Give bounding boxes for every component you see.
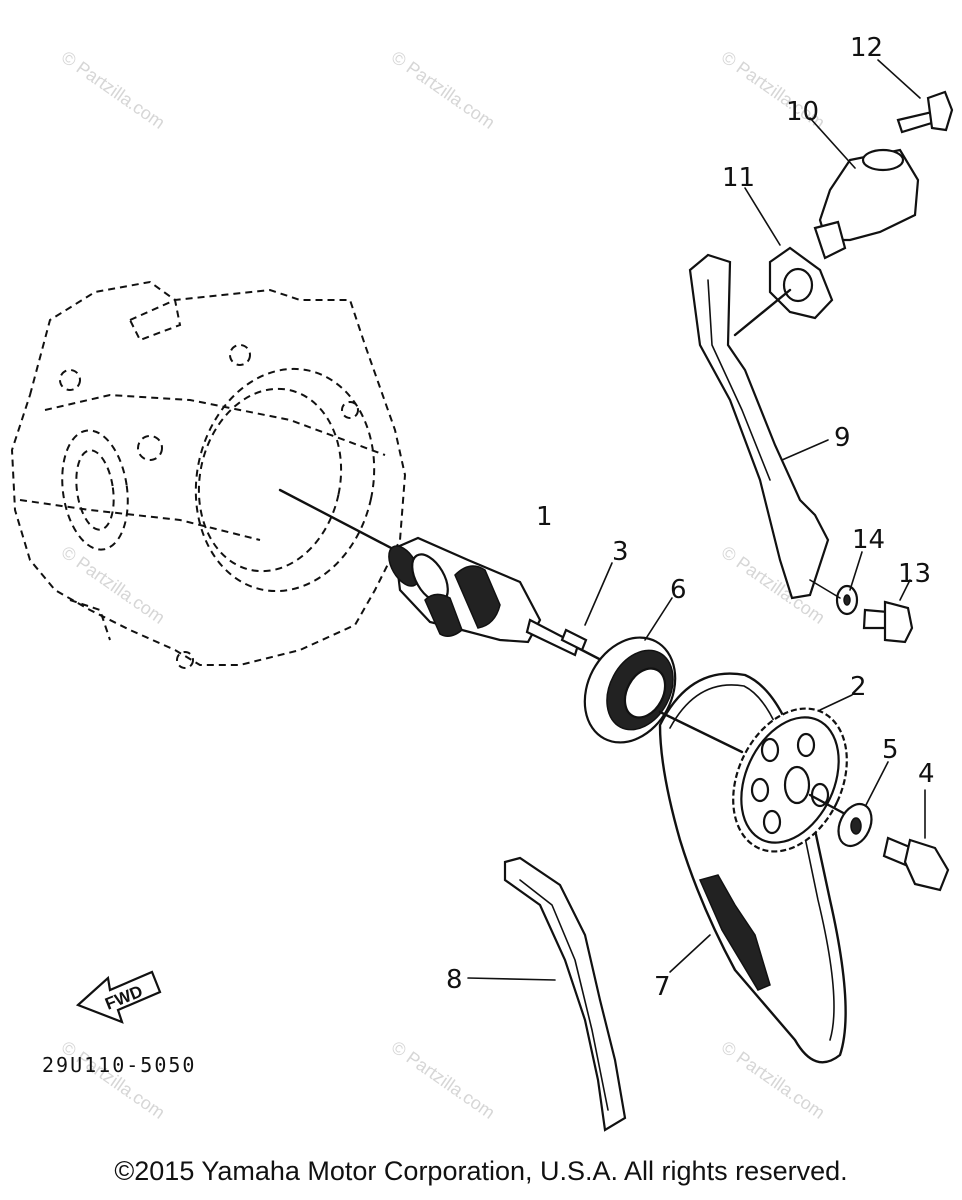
callout-10[interactable]: 10 (786, 97, 819, 127)
diagram-part-number: 29U110-5050 (42, 1053, 196, 1077)
callouts: 1 2 3 4 5 6 7 8 9 10 11 12 13 14 (446, 33, 935, 1002)
tensioner-guide (688, 253, 830, 600)
watermark: © Partzilla.com (388, 47, 499, 133)
washer-and-bolt (837, 761, 950, 892)
tensioner-gasket (733, 187, 834, 337)
callout-13[interactable]: 13 (898, 559, 931, 589)
callout-3[interactable]: 3 (612, 537, 629, 567)
watermark: © Partzilla.com (58, 542, 169, 628)
callout-14[interactable]: 14 (852, 525, 885, 555)
cam-chain-tensioner (809, 117, 920, 260)
cylinder-head (10, 280, 407, 669)
callout-6[interactable]: 6 (670, 575, 687, 605)
forward-arrow: FWD (75, 970, 162, 1024)
callout-4[interactable]: 4 (918, 759, 935, 789)
chain-guide (467, 856, 627, 1132)
watermark: © Partzilla.com (388, 1037, 499, 1123)
callout-5[interactable]: 5 (882, 735, 899, 765)
watermark: © Partzilla.com (58, 1037, 169, 1123)
exploded-view-drawing: © Partzilla.com © Partzilla.com © Partzi… (10, 33, 954, 1132)
callout-11[interactable]: 11 (722, 163, 755, 193)
callout-1[interactable]: 1 (536, 502, 553, 532)
guide-washer-and-bolt (809, 551, 914, 644)
watermark: © Partzilla.com (58, 47, 169, 133)
callout-2[interactable]: 2 (850, 672, 867, 702)
cam-sprocket (732, 694, 862, 853)
callout-9[interactable]: 9 (834, 423, 851, 453)
copyright-notice: ©2015 Yamaha Motor Corporation, U.S.A. A… (114, 1156, 848, 1186)
callout-7[interactable]: 7 (654, 972, 671, 1002)
callout-8[interactable]: 8 (446, 965, 463, 995)
watermark: © Partzilla.com (718, 1037, 829, 1123)
decompressor-plate (583, 597, 744, 754)
callout-12[interactable]: 12 (850, 33, 883, 63)
tensioner-bolt (877, 59, 954, 134)
camshaft (278, 488, 607, 664)
dowel-pin (560, 562, 613, 652)
